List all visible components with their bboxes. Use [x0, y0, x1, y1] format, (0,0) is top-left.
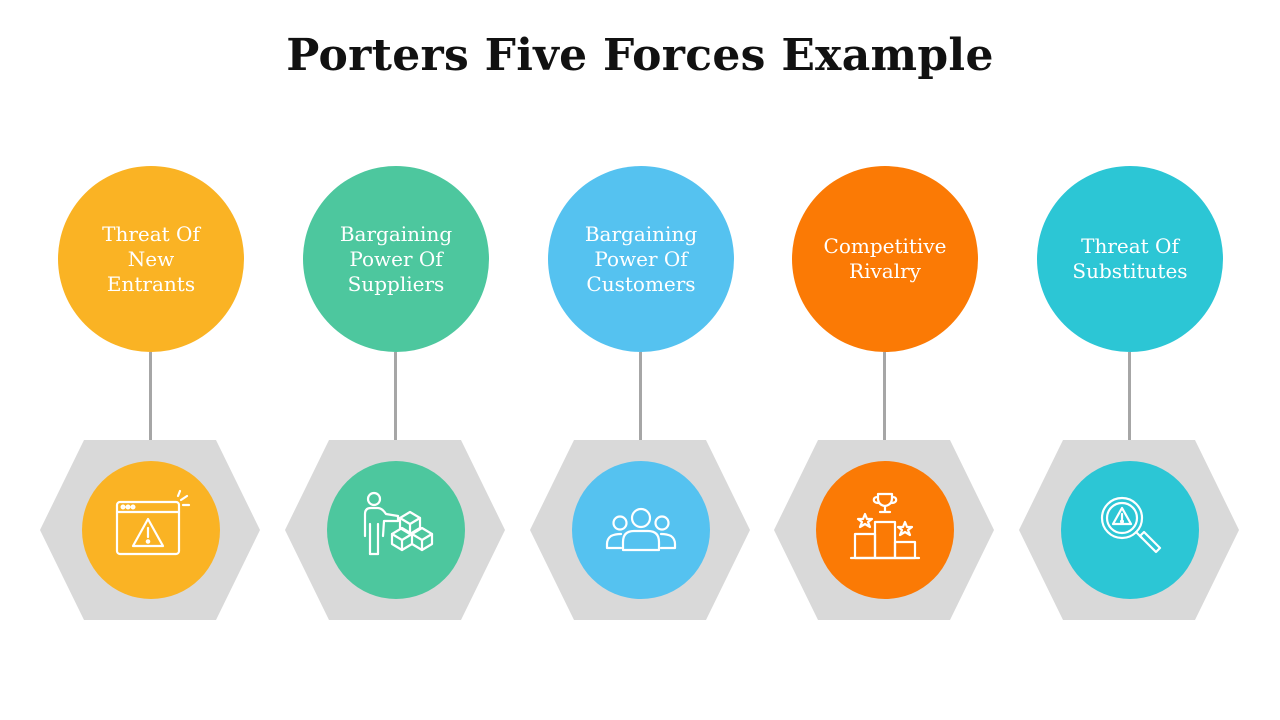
connector-line: [1128, 352, 1131, 440]
force-label-circle: Threat Of New Entrants: [58, 166, 244, 352]
browser-warning-icon: [115, 489, 191, 556]
force-competitive-rivalry: Competitive Rivalry: [774, 165, 994, 620]
force-threat-of-substitutes: Threat Of Substitutes: [1019, 165, 1239, 620]
force-label-circle: Threat Of Substitutes: [1037, 166, 1223, 352]
force-label: Competitive Rivalry: [823, 234, 947, 283]
connector-line: [149, 352, 152, 440]
page-title: Porters Five Forces Example: [286, 30, 994, 81]
icon-circle: [82, 461, 220, 599]
connector-line: [394, 352, 397, 440]
icon-circle: [816, 461, 954, 599]
group-people-icon: [605, 507, 677, 552]
force-label-circle: Bargaining Power Of Suppliers: [303, 166, 489, 352]
force-label: Threat Of Substitutes: [1072, 234, 1188, 283]
magnifier-warning-icon: [1100, 496, 1162, 554]
force-bargaining-power-of-customers: Bargaining Power Of Customers: [530, 165, 750, 620]
icon-circle: [1061, 461, 1199, 599]
force-label: Bargaining Power Of Customers: [584, 221, 698, 296]
force-threat-of-new-entrants: Threat Of New Entrants: [40, 165, 260, 620]
icon-circle: [572, 461, 710, 599]
podium-trophy-icon: [849, 492, 921, 560]
force-label: Bargaining Power Of Suppliers: [339, 221, 453, 296]
force-label-circle: Bargaining Power Of Customers: [548, 166, 734, 352]
force-label-circle: Competitive Rivalry: [792, 166, 978, 352]
person-boxes-icon: [363, 491, 434, 556]
force-label: Threat Of New Entrants: [102, 221, 200, 296]
force-bargaining-power-of-suppliers: Bargaining Power Of Suppliers: [285, 165, 505, 620]
connector-line: [883, 352, 886, 440]
connector-line: [639, 352, 642, 440]
icon-circle: [327, 461, 465, 599]
